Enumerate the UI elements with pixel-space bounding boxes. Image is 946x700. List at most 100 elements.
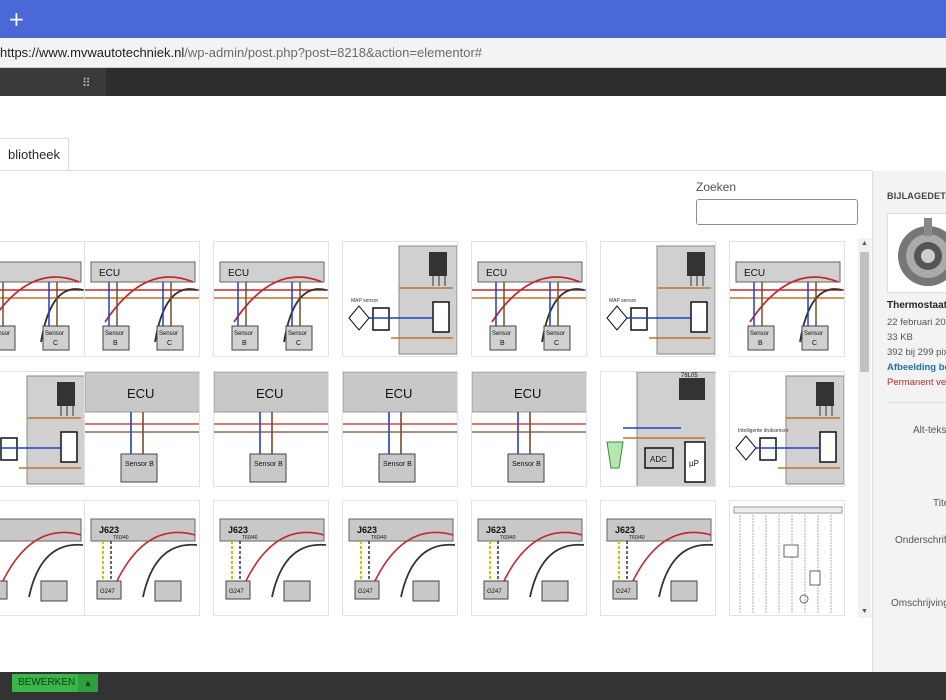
svg-text:Sensor: Sensor bbox=[750, 331, 769, 337]
sensor-label: B bbox=[113, 340, 118, 347]
caption-label: Onderschrift bbox=[895, 535, 946, 546]
scrollbar-thumb[interactable] bbox=[860, 252, 869, 372]
sensor-label: Sensor B bbox=[383, 461, 412, 468]
part-label: G247 bbox=[487, 589, 502, 595]
attachment-thumbnail-item[interactable] bbox=[729, 500, 845, 616]
sensor-label: Sensor B bbox=[254, 461, 283, 468]
scroll-down-icon[interactable]: ▼ bbox=[861, 608, 868, 615]
ecu-header-text: ECU bbox=[486, 268, 507, 279]
sensor-label: C bbox=[554, 340, 559, 347]
edit-caret-button[interactable]: ▲ bbox=[78, 674, 98, 692]
browser-tab-bar: + bbox=[0, 0, 946, 38]
address-bar[interactable]: https://www.mvwautotechniek.nl/wp-admin/… bbox=[0, 38, 946, 68]
details-divider bbox=[887, 402, 946, 403]
search-input[interactable] bbox=[696, 199, 858, 225]
ecu-header-text: ECU bbox=[127, 386, 154, 401]
svg-text:Sensor: Sensor bbox=[546, 331, 565, 337]
attachment-thumbnail-item[interactable]: MAP sensor bbox=[600, 241, 716, 357]
attachment-thumbnail-item[interactable]: MAP sensor bbox=[342, 241, 458, 357]
sensor-label: Sensor B bbox=[125, 461, 154, 468]
sensor-label: C bbox=[296, 340, 301, 347]
delete-permanently-link[interactable]: Permanent verwijderen bbox=[887, 377, 946, 388]
ecu-header-text: J623 bbox=[486, 525, 506, 535]
wiring-diagram-image bbox=[0, 518, 84, 602]
edit-button[interactable]: BEWERKEN bbox=[12, 674, 82, 692]
svg-text:Sensor: Sensor bbox=[0, 331, 10, 337]
title-label: Titel bbox=[933, 498, 946, 509]
svg-text:Sensor: Sensor bbox=[105, 331, 124, 337]
wiring-diagram-image: ECU Sensor B bbox=[85, 372, 199, 483]
svg-text:Sensor: Sensor bbox=[45, 331, 64, 337]
svg-text:Sensor: Sensor bbox=[492, 331, 511, 337]
attachment-thumbnail-item[interactable]: Intelligente druksensor bbox=[729, 371, 845, 487]
wiring-diagram-image: Intelligente druksensor bbox=[735, 375, 844, 485]
grid-scrollbar[interactable]: ▲ ▼ bbox=[858, 238, 871, 618]
circuit-label: Intelligente druksensor bbox=[738, 428, 789, 434]
ecu-header-text: ECU bbox=[744, 268, 765, 279]
tab-divider bbox=[0, 170, 872, 171]
tab-media-library[interactable]: bliotheek bbox=[0, 138, 70, 171]
sensor-label: C bbox=[812, 340, 817, 347]
circuit-label: MAP sensor bbox=[351, 298, 378, 304]
edit-image-link[interactable]: Afbeelding bewerken bbox=[887, 362, 946, 373]
svg-text:Sensor: Sensor bbox=[804, 331, 823, 337]
attachment-thumbnail-item[interactable]: ECU Sensor B bbox=[213, 371, 329, 487]
new-tab-button[interactable]: + bbox=[8, 7, 25, 31]
ecu-header-text: ECU bbox=[99, 268, 120, 279]
connector-label: T60/40 bbox=[242, 535, 258, 541]
connector-label: T60/40 bbox=[113, 535, 129, 541]
connector-label: T60/40 bbox=[629, 535, 645, 541]
attachment-thumbnail bbox=[887, 213, 946, 293]
apps-grid-icon[interactable]: ⠿ bbox=[82, 76, 91, 90]
ecu-header-text: ECU bbox=[228, 268, 249, 279]
attachment-thumbnail-item[interactable] bbox=[0, 371, 86, 487]
url-text[interactable]: https://www.mvwautotechniek.nl/wp-admin/… bbox=[0, 45, 482, 60]
connector-label: T60/40 bbox=[500, 535, 516, 541]
ecu-header-text: J623 bbox=[357, 525, 377, 535]
file-name: Thermostaat bbox=[887, 300, 946, 311]
url-host: https://www.mvwautotechniek.nl bbox=[0, 45, 185, 60]
ecu-header-text: ECU bbox=[385, 386, 412, 401]
attachment-thumbnail-item[interactable] bbox=[0, 500, 86, 616]
image-dimensions: 392 bij 299 pixels bbox=[887, 347, 946, 358]
editor-bottom-bar bbox=[0, 672, 946, 700]
svg-text:Sensor: Sensor bbox=[288, 331, 307, 337]
sensor-label: C bbox=[167, 340, 172, 347]
attachment-thumbnail-item[interactable]: SensorSensorC bbox=[0, 241, 86, 357]
adc-label: ADC bbox=[650, 455, 667, 464]
ecu-header-text: J623 bbox=[99, 525, 119, 535]
attachment-thumbnail-item[interactable]: ECU Sensor B bbox=[84, 371, 200, 487]
description-label: Omschrijving bbox=[891, 598, 946, 609]
wiring-diagram-image: ECU Sensor B bbox=[343, 372, 457, 483]
wiring-diagram-image: SensorSensorC bbox=[0, 261, 85, 351]
chip-label: µP bbox=[689, 459, 699, 468]
attachment-details-panel: BIJLAGEDETAILS Thermostaat 22 februari 2… bbox=[872, 171, 946, 672]
ecu-header-text: ECU bbox=[256, 386, 283, 401]
wiring-diagram-image: MAP sensor bbox=[348, 245, 457, 355]
scroll-up-icon[interactable]: ▲ bbox=[861, 240, 868, 247]
part-label: G247 bbox=[100, 589, 115, 595]
wiring-diagram-image bbox=[0, 375, 85, 485]
attachment-thumbnail-item[interactable]: ECU Sensor B bbox=[342, 371, 458, 487]
sensor-label: B bbox=[242, 340, 247, 347]
file-size: 33 KB bbox=[887, 332, 913, 343]
